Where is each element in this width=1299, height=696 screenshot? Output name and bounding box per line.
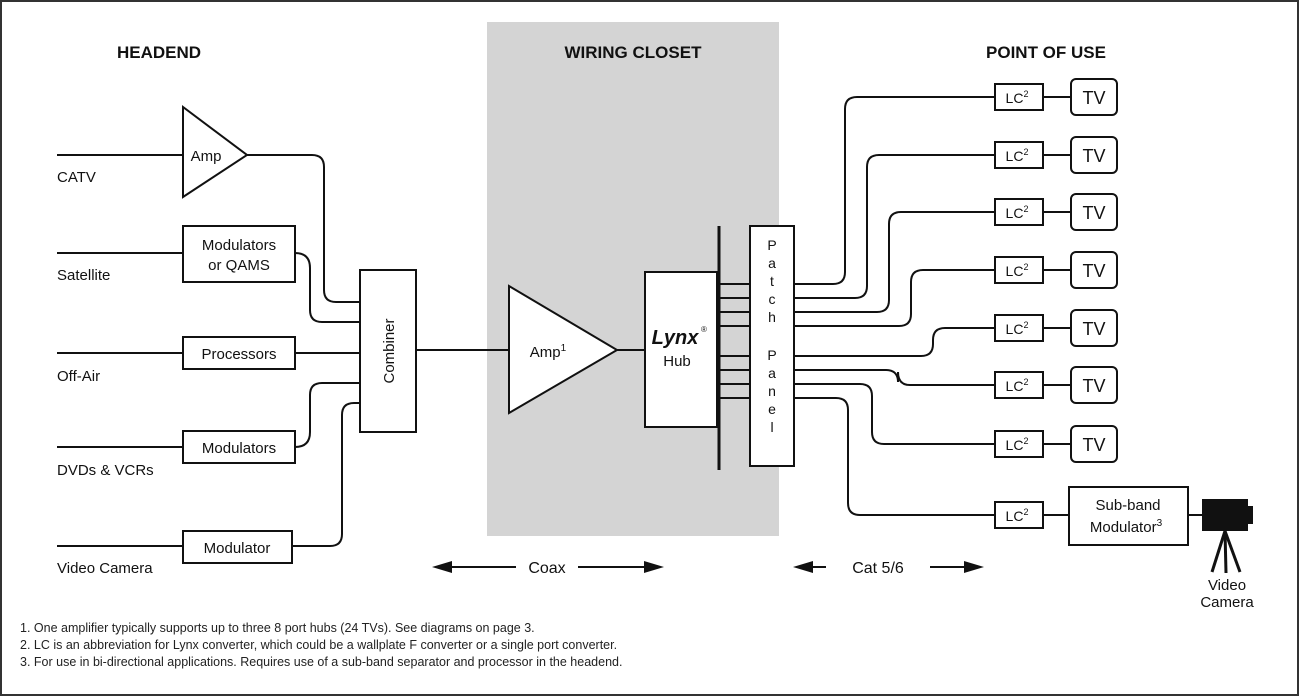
lc-tv-row: LC2 TV: [994, 366, 1118, 404]
lc-label: LC2: [1006, 89, 1029, 106]
tv-box: [1070, 309, 1118, 347]
footnote-1: 1. One amplifier typically supports up t…: [20, 621, 535, 635]
lc-box: [994, 314, 1044, 342]
lc-box: [994, 371, 1044, 399]
video-camera-label: Video Camera: [57, 560, 153, 577]
patch-letter: c: [769, 291, 776, 307]
patch-letter: P: [767, 237, 776, 253]
tv-label: TV: [1082, 435, 1105, 455]
catv-label: CATV: [57, 169, 96, 186]
lc-box: [994, 256, 1044, 284]
lc-label: LC2: [1006, 262, 1029, 279]
modulator-to-combiner: [292, 402, 360, 547]
combiner-label: Combiner: [381, 318, 398, 383]
camera-label-line2: Camera: [1200, 594, 1254, 611]
hub-port-lines: [719, 283, 750, 399]
patch-letter: h: [768, 309, 776, 325]
catv-to-combiner: [247, 154, 360, 303]
patch-letter: t: [770, 273, 774, 289]
modulator-label: Modulator: [204, 540, 271, 557]
subband-row: LC2 Sub-band Modulator3: [994, 486, 1202, 546]
video-camera-icon: [1202, 499, 1253, 574]
patch-letter: e: [768, 401, 776, 417]
tv-box: [1070, 136, 1118, 174]
cat-label: Cat 5/6: [852, 560, 904, 577]
lc-box: [994, 198, 1044, 226]
satellite-to-combiner: [294, 252, 360, 323]
lc-label: LC2: [1006, 507, 1029, 524]
catv-amp-label: Amp: [191, 148, 222, 165]
lc-label: LC2: [1006, 320, 1029, 337]
tv-label: TV: [1082, 203, 1105, 223]
headend-header: HEADEND: [117, 43, 201, 62]
wiring-closet-region: [487, 22, 779, 536]
modulators-qams-line2: or QAMS: [208, 257, 270, 274]
modulators-label: Modulators: [202, 440, 276, 457]
combiner-box: [359, 269, 417, 433]
tv-box: [1070, 251, 1118, 289]
tv-label: TV: [1082, 261, 1105, 281]
subband-modulator-box: [1068, 486, 1189, 546]
lynx-logo: Lynx: [652, 327, 700, 349]
patch-letter: n: [768, 383, 776, 399]
dvd-to-combiner: [294, 382, 360, 448]
modulators-qams-line1: Modulators: [202, 237, 276, 254]
lc-box: [994, 141, 1044, 169]
lc-tv-row: LC2 TV: [994, 193, 1118, 231]
tv-box: [1070, 193, 1118, 231]
patch-panel-box: [749, 225, 795, 467]
lc-tv-row: LC2 TV: [994, 425, 1118, 463]
subband-line1: Sub-band: [1095, 497, 1160, 514]
closet-amp: [508, 284, 619, 415]
footnote-3: 3. For use in bi-directional application…: [20, 655, 622, 669]
tv-label: TV: [1082, 376, 1105, 396]
tv-label: TV: [1082, 319, 1105, 339]
lynx-hub-box: [644, 271, 718, 428]
lc-box: [994, 430, 1044, 458]
tv-label: TV: [1082, 146, 1105, 166]
lc-label: LC2: [1006, 147, 1029, 164]
cat-arrow: Cat 5/6: [793, 560, 984, 577]
tv-box: [1070, 78, 1118, 116]
footnote-2: 2. LC is an abbreviation for Lynx conver…: [20, 638, 617, 652]
patch-letter: P: [767, 347, 776, 363]
catv-amp: [182, 105, 249, 199]
lc-tv-row: LC2 TV: [994, 309, 1118, 347]
off-air-label: Off-Air: [57, 368, 100, 385]
camera-label-line1: Video: [1208, 577, 1246, 594]
subband-line2: Modulator3: [1090, 518, 1163, 536]
patch-letter: a: [768, 365, 776, 381]
modulator-box: [182, 530, 293, 564]
dvd-label: DVDs & VCRs: [57, 462, 154, 479]
tv-label: TV: [1082, 88, 1105, 108]
patch-panel-letters: P a t c h P a n e l: [767, 237, 776, 435]
tv-box: [1070, 366, 1118, 404]
hub-label: Hub: [663, 353, 691, 370]
processors-box: [182, 336, 296, 370]
lc-label: LC2: [1006, 436, 1029, 453]
coax-label: Coax: [528, 560, 565, 577]
lc-label: LC2: [1006, 377, 1029, 394]
patch-letter: a: [768, 255, 776, 271]
lc-tv-row: LC2 TV: [994, 78, 1118, 116]
lc-tv-row: LC2 TV: [994, 251, 1118, 289]
point-of-use-header: POINT OF USE: [986, 43, 1106, 62]
closet-amp-label: Amp1: [530, 343, 567, 361]
lc-box: [994, 501, 1044, 529]
processors-label: Processors: [201, 346, 276, 363]
registered-mark: ®: [701, 325, 707, 334]
cat-routing-lines: [794, 96, 995, 516]
modulators-qams-box: [182, 225, 296, 283]
lc-tv-row: LC2 TV: [994, 136, 1118, 174]
satellite-label: Satellite: [57, 267, 110, 284]
wiring-closet-header: WIRING CLOSET: [565, 43, 703, 62]
lc-label: LC2: [1006, 204, 1029, 221]
patch-letter: l: [770, 419, 773, 435]
coax-arrow: Coax: [432, 560, 664, 577]
tv-box: [1070, 425, 1118, 463]
